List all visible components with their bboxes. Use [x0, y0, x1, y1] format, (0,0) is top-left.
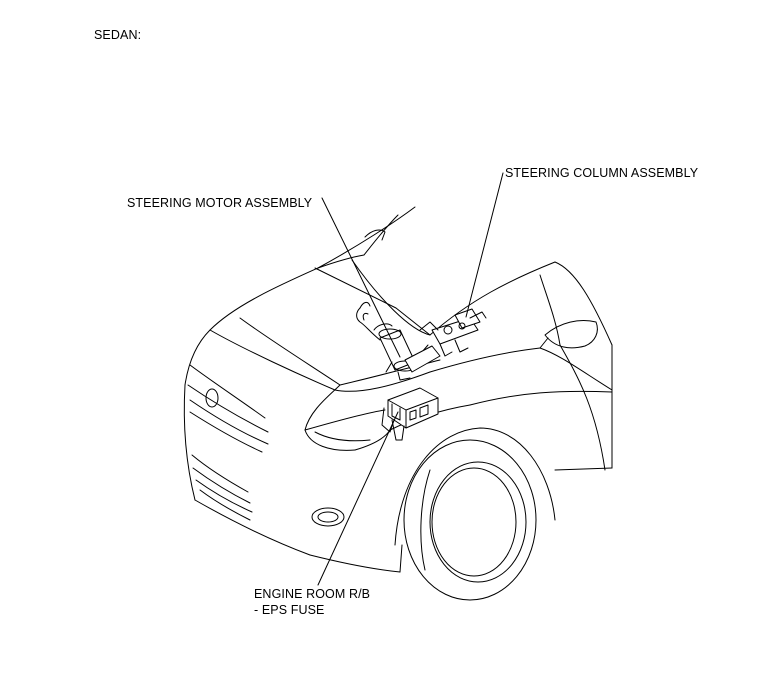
- steering-motor-label: STEERING MOTOR ASSEMBLY: [127, 196, 313, 210]
- engine-room-label-line2: - EPS FUSE: [254, 603, 325, 617]
- diagram-title: SEDAN:: [94, 28, 142, 42]
- leader-lines: [317, 172, 504, 586]
- steering-column-assembly: [419, 308, 487, 359]
- engine-room-leader-line: [317, 411, 399, 586]
- steering-column-label: STEERING COLUMN ASSEMBLY: [505, 166, 699, 180]
- engine-room-label-line1: ENGINE ROOM R/B: [254, 587, 371, 601]
- steering-column-leader-line: [465, 172, 504, 318]
- steering-motor-assembly: [356, 301, 441, 381]
- engine-room-label: ENGINE ROOM R/B - EPS FUSE: [254, 586, 370, 618]
- engine-room-relay-block: [381, 387, 439, 441]
- steering-motor-leader-line: [321, 197, 401, 358]
- car-body: [183, 206, 613, 601]
